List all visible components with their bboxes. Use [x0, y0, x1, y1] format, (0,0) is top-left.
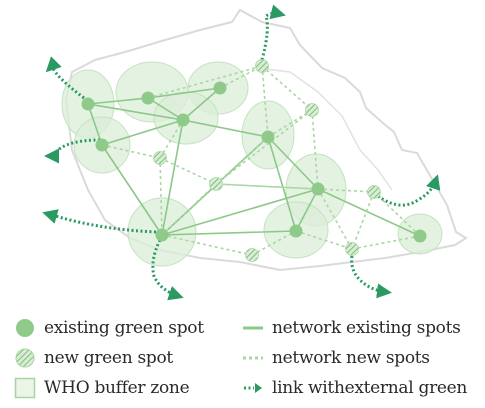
buffer-zones	[61, 61, 443, 267]
legend-buffer-zone: WHO buffer zone	[14, 374, 190, 402]
green-network-diagram	[42, 4, 468, 301]
network-new-symbol	[243, 356, 263, 360]
new-spots	[153, 59, 381, 262]
buffer-zone-symbol	[14, 377, 36, 399]
new-spot-symbol	[15, 348, 35, 368]
network-existing-lines	[87, 87, 421, 237]
legend-new-spot-label: new green spot	[44, 348, 173, 368]
legend-external-link: link withexternal green	[242, 374, 467, 402]
external-links	[42, 4, 441, 301]
legend-buffer-zone-label: WHO buffer zone	[44, 378, 190, 398]
study-area-boundary	[64, 8, 468, 272]
existing-spot-symbol	[16, 319, 34, 337]
legend-network-existing: network existing spots	[242, 314, 461, 342]
legend-new-spot: new green spot	[14, 344, 173, 372]
network-existing-symbol	[243, 326, 263, 330]
existing-spots	[81, 81, 427, 243]
legend-external-link-label: link withexternal green	[272, 378, 468, 398]
legend-existing-spot: existing green spot	[14, 314, 204, 342]
legend-existing-spot-label: existing green spot	[44, 318, 204, 338]
legend-network-existing-label: network existing spots	[272, 318, 461, 338]
legend-network-new: network new spots	[242, 344, 430, 372]
legend-network-new-label: network new spots	[272, 348, 430, 368]
network-new-lines	[101, 65, 421, 256]
inner-boundary-line	[257, 67, 393, 191]
external-link-arrow-icon	[244, 383, 262, 393]
